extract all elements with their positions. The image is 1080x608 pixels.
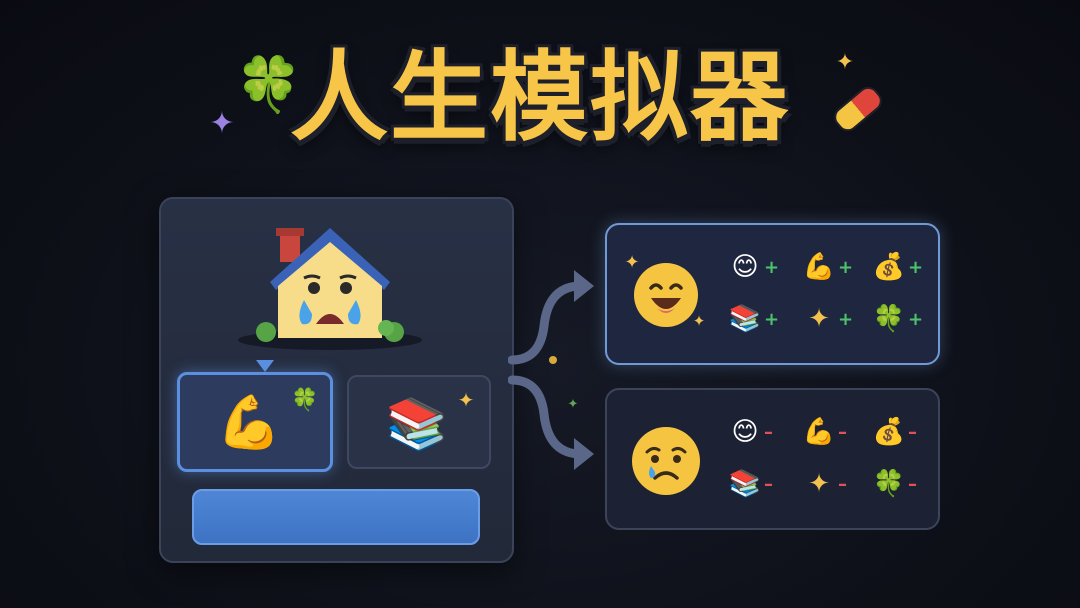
clover-icon: 🍀 (872, 304, 906, 334)
stat-knowledge-up: 📚+ (728, 304, 780, 334)
smile-icon: 😊 (731, 252, 759, 282)
selection-pointer (256, 360, 274, 372)
stat-knowledge-down: 📚– (728, 469, 773, 499)
muscle-icon: 💪 (802, 252, 836, 282)
money-bag-icon: 💰 (872, 417, 906, 447)
muscle-icon: 💪 (802, 417, 836, 447)
happy-face-icon (633, 262, 699, 328)
confirm-button[interactable] (192, 489, 480, 545)
sparkle-icon: ✦ (624, 252, 640, 273)
sparkle-icon: ✦ (692, 311, 706, 330)
sad-house-icon (232, 220, 428, 350)
sparkle-icon: ✦ (209, 106, 235, 141)
branch-arrows (508, 270, 594, 470)
choice-card-strength[interactable] (177, 372, 333, 472)
clover-icon: 🍀 (872, 469, 906, 499)
stat-strength-down: 💪– (802, 417, 847, 447)
flexed-biceps-icon: 💪 (216, 393, 282, 453)
choice-card-study[interactable] (347, 375, 491, 469)
dot-decoration (549, 356, 557, 364)
four-leaf-clover-icon: 🍀 (291, 388, 319, 413)
books-icon: 📚 (728, 469, 762, 499)
stat-charm-up: ✦+ (802, 302, 862, 336)
money-bag-icon: 💰 (872, 252, 906, 282)
stat-money-down: 💰– (872, 417, 917, 447)
sparkle-icon: ✦ (808, 304, 830, 334)
books-icon: 📚 (385, 395, 449, 453)
stat-charm-down: ✦– (802, 467, 862, 501)
sparkle-icon: ✦ (457, 388, 475, 412)
sparkle-icon: ✦ (567, 396, 579, 412)
stat-luck-down: 🍀– (872, 469, 917, 499)
sparkle-icon: ✦ (808, 469, 830, 499)
sad-face-icon (631, 426, 701, 496)
stat-happiness-up: 😊+ (728, 250, 788, 284)
stat-luck-up: 🍀+ (872, 304, 924, 334)
stat-money-up: 💰+ (872, 252, 924, 282)
smile-icon: 😊 (731, 417, 759, 447)
page-title: 人生模拟器 (290, 41, 791, 155)
sparkle-icon: ✦ (835, 50, 855, 75)
stat-happiness-down: 😊– (728, 415, 788, 449)
books-icon: 📚 (728, 304, 762, 334)
four-leaf-clover-icon: 🍀 (235, 53, 303, 116)
stat-strength-up: 💪+ (802, 252, 854, 282)
pill-icon (829, 82, 887, 136)
